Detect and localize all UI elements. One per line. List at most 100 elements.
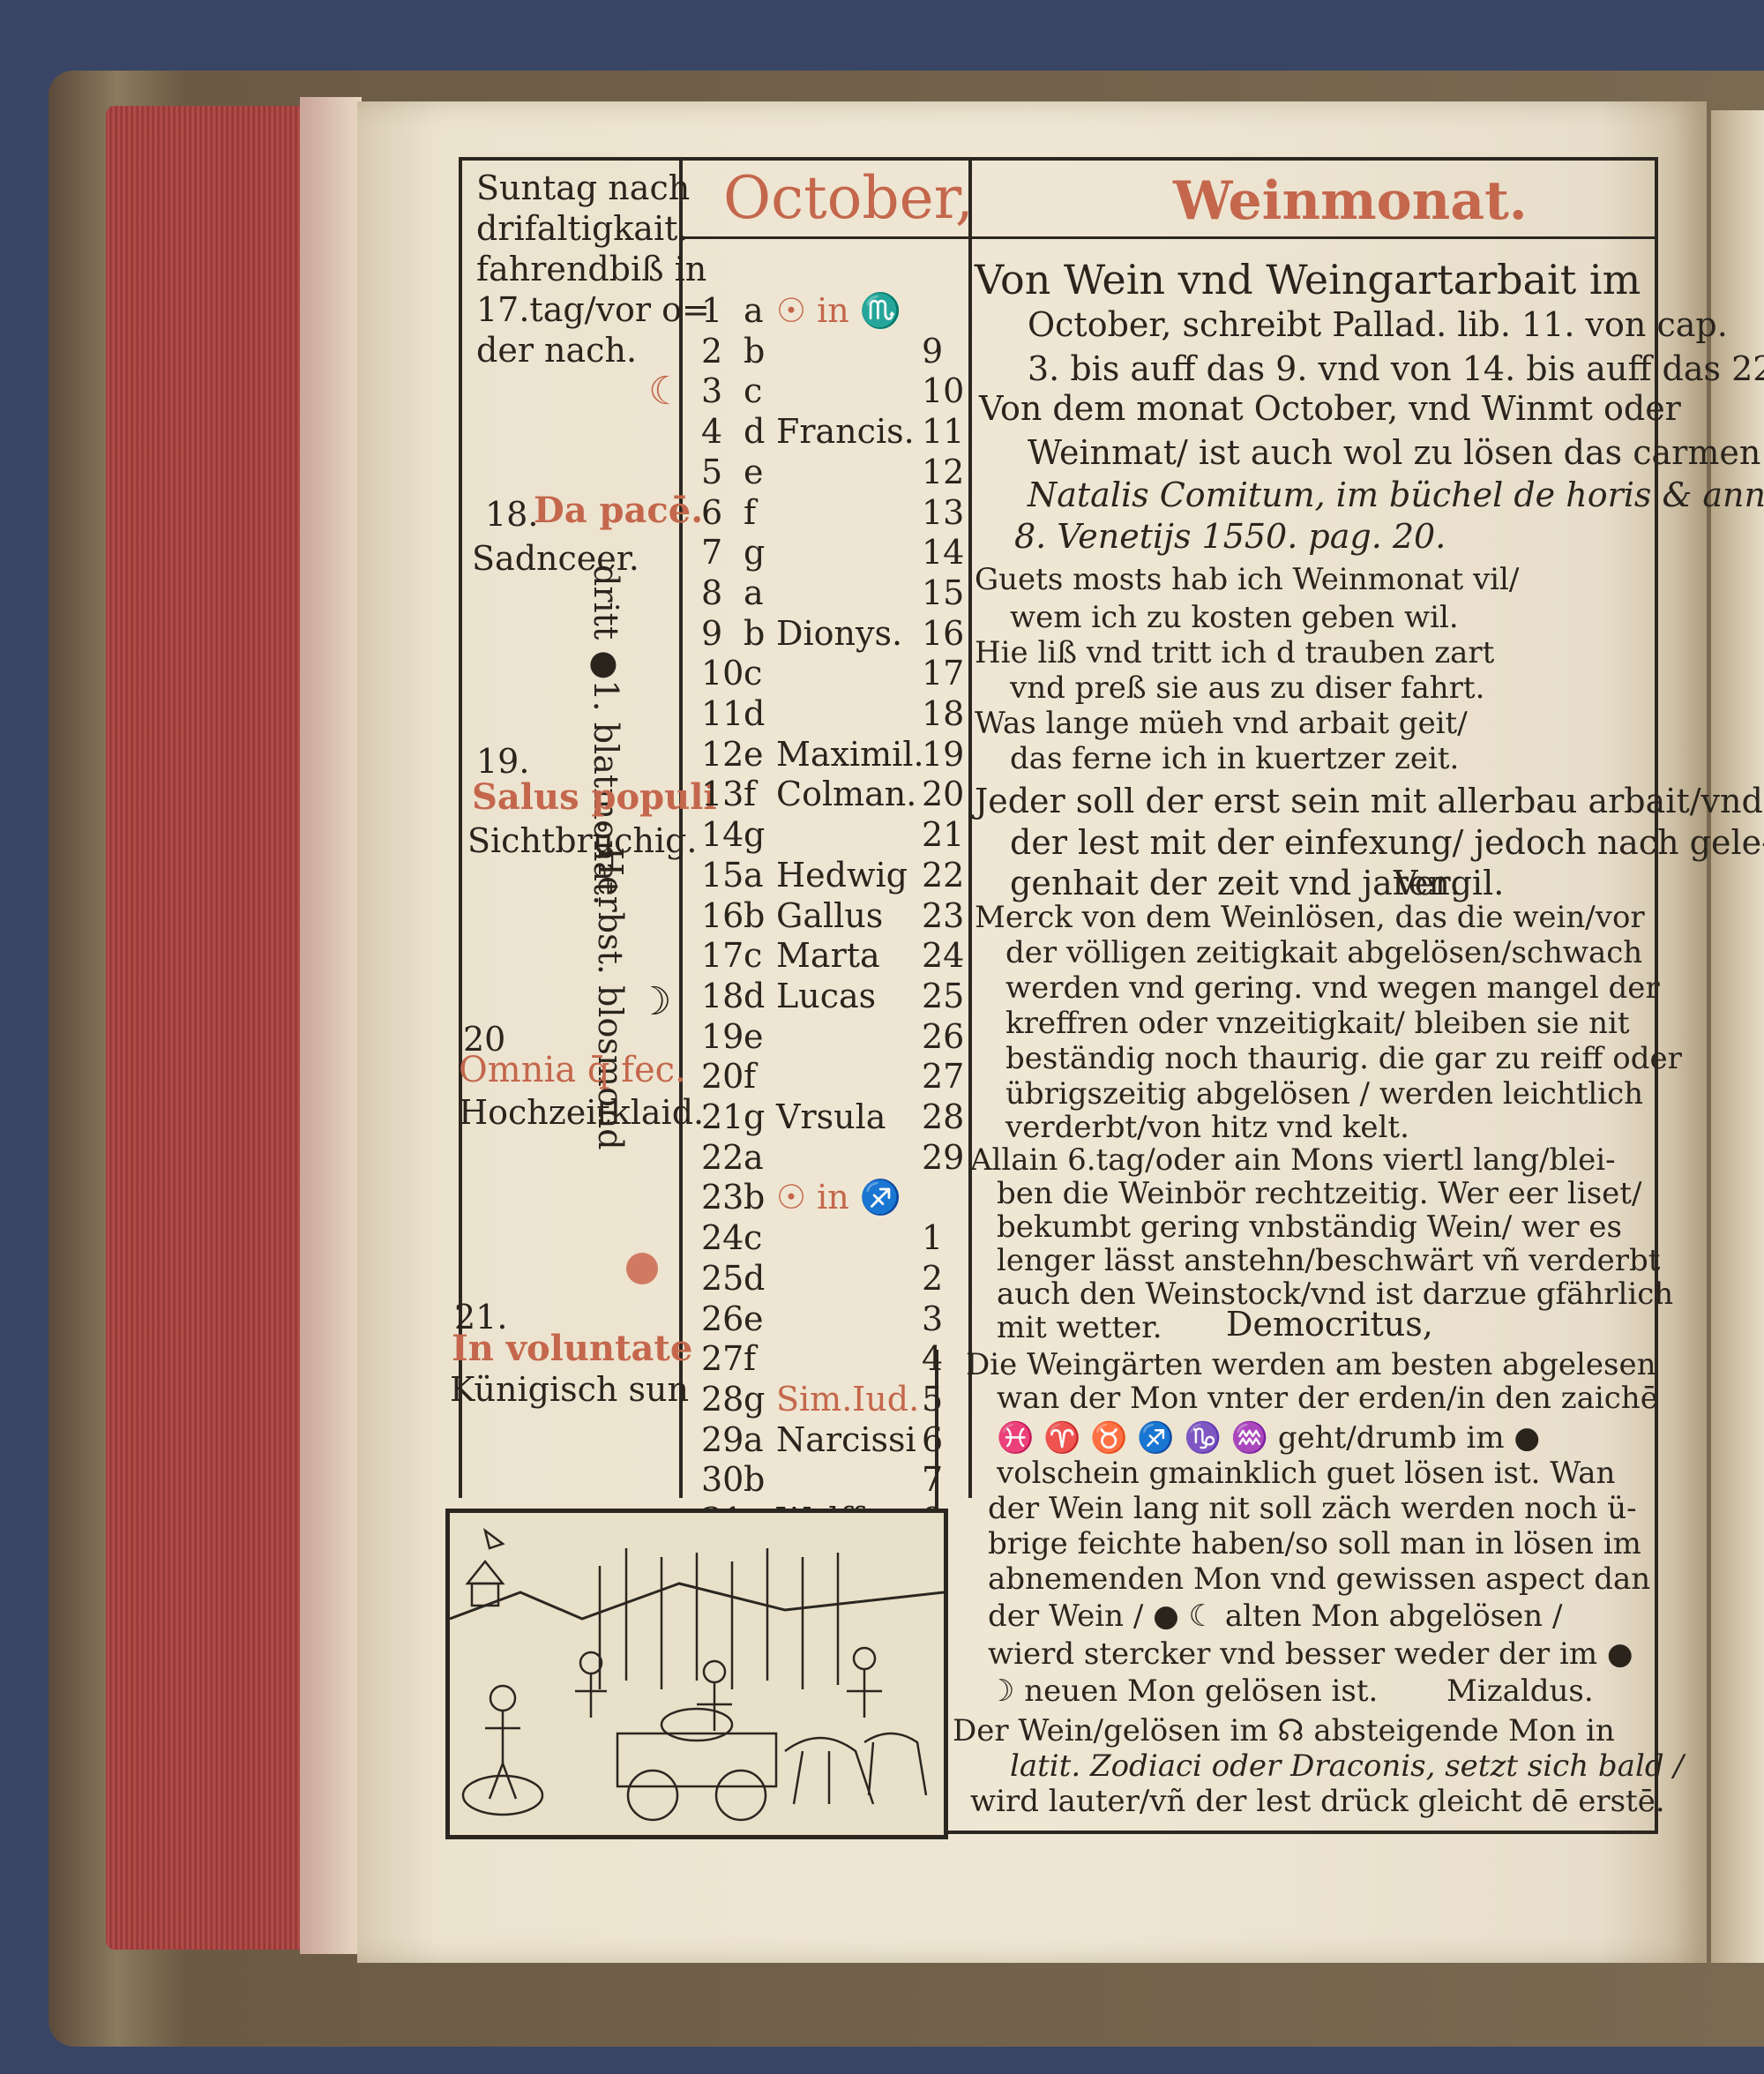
body-line: verderbt/von hitz vnd kelt. (1005, 1110, 1409, 1145)
calendar-lunar-number: 3 (922, 1299, 944, 1338)
body-line: ☽ neuen Mon gelösen ist. (988, 1673, 1379, 1709)
calendar-day: 25 (701, 1258, 744, 1298)
calendar-lunar-number: 13 (922, 492, 965, 532)
margin-note: Hochzeitklaid. (459, 1093, 705, 1132)
body-line: October, schreibt Pallad. lib. 11. von c… (1028, 305, 1728, 344)
week-number: 20 (463, 1020, 506, 1059)
frame-left-rule (459, 157, 462, 1498)
body-line: volschein gmainklich guet lösen ist. Wan (997, 1456, 1616, 1491)
calendar-dominical-letter: a (744, 855, 764, 895)
body-line: latit. Zodiaci oder Draconis, setzt sich… (1010, 1748, 1684, 1784)
calendar-day: 16 (701, 895, 744, 935)
calendar-dominical-letter: e (744, 1016, 764, 1056)
body-line: der lest mit der einfexung/ jedoch nach … (1010, 823, 1764, 862)
body-line: 8. Venetijs 1550. pag. 20. (1014, 517, 1446, 556)
calendar-day: 26 (701, 1299, 744, 1338)
calendar-dominical-letter: f (744, 1057, 757, 1097)
calendar-day: 2 (701, 331, 723, 371)
calendar-dominical-letter: g (744, 1097, 766, 1136)
calendar-dominical-letter: f (744, 1339, 757, 1379)
calendar-lunar-number: 28 (922, 1097, 965, 1136)
body-line: kreffren oder vnzeitigkait/ bleiben sie … (1005, 1006, 1630, 1041)
calendar-dominical-letter: d (744, 1258, 766, 1298)
grape-harvest-woodcut-icon (449, 1513, 945, 1835)
body-line: beständig noch thaurig. die gar zu reiff… (1005, 1041, 1682, 1076)
full-moon-icon (626, 1253, 658, 1284)
calendar-dominical-letter: d (744, 412, 766, 452)
margin-sunday-line: drifaltigkait. (476, 209, 689, 248)
facing-page-edge (1711, 110, 1764, 1963)
margin-note: Sadnceer. (472, 539, 639, 578)
body-line: übrigszeitig abgelösen / werden leichtli… (1005, 1076, 1644, 1112)
calendar-dominical-letter: a (744, 1137, 764, 1177)
calendar-day: 30 (701, 1460, 744, 1500)
calendar-day: 3 (701, 371, 723, 411)
calendar-dominical-letter: f (744, 775, 757, 814)
verse-line: das ferne ich in kuertzer zeit. (1010, 741, 1460, 776)
body-line: wierd stercker vnd besser weder der im ● (988, 1636, 1633, 1672)
calendar-day: 21 (701, 1097, 744, 1136)
calendar-saint: Francis. (776, 412, 915, 452)
margin-sunday-line: Suntag nach (476, 168, 691, 207)
calendar-day: 14 (701, 815, 744, 855)
frame-top-rule (459, 157, 1658, 161)
body-line: bekumbt gering vnbständig Wein/ wer es (997, 1209, 1622, 1245)
calendar-day: 9 (701, 613, 723, 653)
calendar-saint: Lucas (776, 976, 877, 1015)
calendar-day: 22 (701, 1137, 744, 1177)
body-line: auch den Weinstock/vnd ist darzue gfährl… (997, 1277, 1674, 1312)
zodiac-signs-line: ♓ ♈ ♉ ♐ ♑ ♒ geht/drumb im ● (997, 1420, 1541, 1456)
calendar-dominical-letter: g (744, 533, 766, 573)
waning-moon-icon: ☽ (637, 979, 672, 1024)
calendar-dominical-letter: c (744, 371, 763, 411)
body-heading: Von Wein vnd Weingartarbait im (975, 256, 1641, 303)
author-mizaldus: Mizaldus. (1446, 1673, 1594, 1709)
body-line: brige feichte haben/so soll man in lösen… (988, 1526, 1641, 1561)
body-line: wan der Mon vnter der erden/in den zaich… (997, 1381, 1658, 1416)
calendar-lunar-number: 14 (922, 533, 965, 573)
calendar-lunar-number: 19 (922, 734, 965, 774)
week-number: 19. (476, 742, 530, 781)
calendar-lunar-number: 20 (922, 775, 965, 814)
calendar-dominical-letter: c (744, 936, 763, 976)
body-line: Merck von dem Weinlösen, das die wein/vo… (975, 900, 1645, 935)
calendar-dominical-letter: e (744, 1299, 764, 1338)
body-line: abnemenden Mon vnd gewissen aspect dan (988, 1561, 1651, 1597)
calendar-lunar-number: 6 (922, 1419, 944, 1459)
calendar-day: 11 (701, 694, 744, 733)
introit-da-pace: Da pacē. (534, 490, 704, 531)
body-line: genhait der zeit vnd jaren. (1010, 864, 1461, 902)
introit-omnia: Omnia q̄ fec. (459, 1050, 686, 1090)
margin-right-rule (679, 157, 683, 1498)
verse-line: Guets mosts hab ich Weinmonat vil/ (975, 562, 1520, 597)
calendar-day: 8 (701, 573, 723, 612)
calendar-dominical-letter: c (744, 1218, 763, 1258)
calendar-day: 23 (701, 1178, 744, 1217)
calendar-day: 4 (701, 412, 723, 452)
week-number: 21. (454, 1298, 508, 1336)
calendar-day: 27 (701, 1339, 744, 1379)
calendar-day: 15 (701, 855, 744, 895)
body-line: lenger lässt anstehn/beschwärt vñ verder… (997, 1243, 1661, 1278)
calendar-dominical-letter: c (744, 654, 763, 693)
body-line: werden vnd gering. vnd wegen mangel der (1005, 970, 1660, 1006)
calendar-day: 19 (701, 1016, 744, 1056)
red-page-edges (106, 106, 335, 1950)
body-line: wird lauter/vñ der lest drück gleicht dē… (970, 1784, 1665, 1819)
